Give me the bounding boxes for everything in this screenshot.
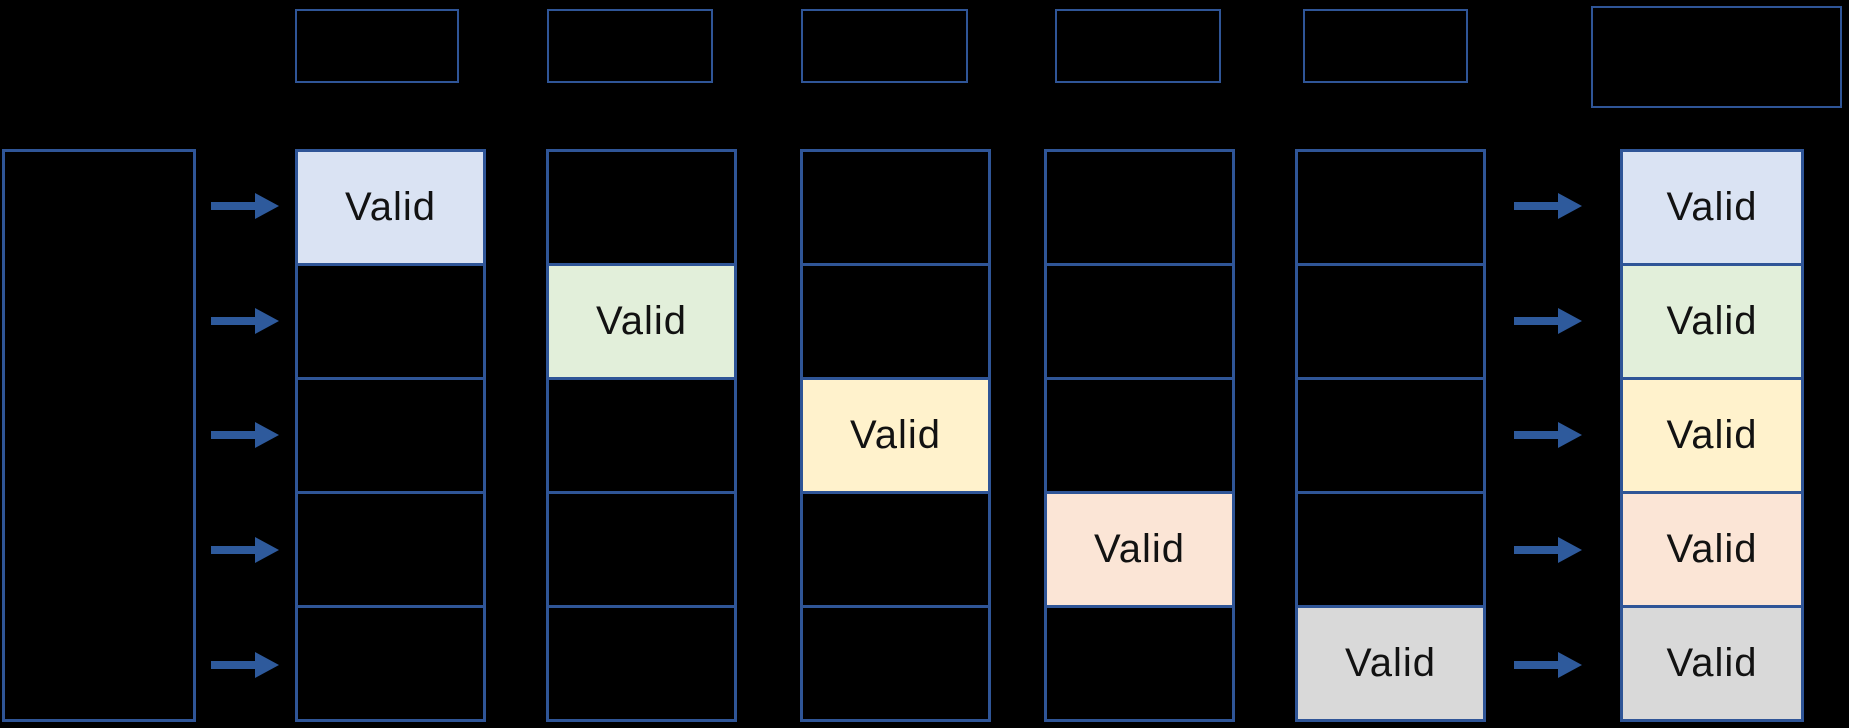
- empty-cell: [803, 491, 988, 605]
- top-box-2: [547, 9, 713, 83]
- empty-cell: [1047, 605, 1232, 719]
- empty-cell: [803, 152, 988, 263]
- empty-cell: [549, 377, 734, 491]
- valid-cell: Valid: [803, 377, 988, 491]
- way-column-4: Valid: [1044, 149, 1235, 722]
- empty-cell: [298, 605, 483, 719]
- empty-cell: [803, 263, 988, 377]
- right-arrow-icon: [211, 652, 279, 678]
- empty-cell: [1047, 152, 1232, 263]
- valid-cell: Valid: [298, 152, 483, 263]
- top-box-1: [295, 9, 459, 83]
- right-arrow-icon: [1514, 308, 1582, 334]
- empty-cell: [298, 263, 483, 377]
- top-box-3: [801, 9, 968, 83]
- valid-cell: Valid: [1623, 491, 1801, 605]
- valid-cell: Valid: [1623, 152, 1801, 263]
- empty-cell: [1298, 263, 1483, 377]
- right-arrow-icon: [1514, 537, 1582, 563]
- valid-cell: Valid: [1047, 491, 1232, 605]
- output-column: Valid Valid Valid Valid Valid: [1620, 149, 1804, 722]
- valid-cell: Valid: [1298, 605, 1483, 719]
- empty-cell: [298, 377, 483, 491]
- right-arrow-icon: [1514, 193, 1582, 219]
- empty-cell: [1298, 152, 1483, 263]
- way-column-5: Valid: [1295, 149, 1486, 722]
- top-box-5: [1303, 9, 1468, 83]
- right-arrow-icon: [211, 308, 279, 334]
- empty-cell: [298, 491, 483, 605]
- left-box: [2, 149, 196, 722]
- empty-cell: [549, 491, 734, 605]
- way-column-1: Valid: [295, 149, 486, 722]
- empty-cell: [1047, 263, 1232, 377]
- top-box-4: [1055, 9, 1221, 83]
- top-box-6: [1591, 6, 1842, 108]
- right-arrow-icon: [1514, 422, 1582, 448]
- empty-cell: [803, 605, 988, 719]
- right-arrow-icon: [1514, 652, 1582, 678]
- valid-cell: Valid: [1623, 377, 1801, 491]
- empty-cell: [549, 152, 734, 263]
- right-arrow-icon: [211, 537, 279, 563]
- valid-cell: Valid: [1623, 263, 1801, 377]
- empty-cell: [1298, 491, 1483, 605]
- valid-cell: Valid: [1623, 605, 1801, 719]
- right-arrow-icon: [211, 193, 279, 219]
- way-column-3: Valid: [800, 149, 991, 722]
- empty-cell: [1298, 377, 1483, 491]
- valid-cell: Valid: [549, 263, 734, 377]
- right-arrow-icon: [211, 422, 279, 448]
- empty-cell: [1047, 377, 1232, 491]
- way-column-2: Valid: [546, 149, 737, 722]
- empty-cell: [549, 605, 734, 719]
